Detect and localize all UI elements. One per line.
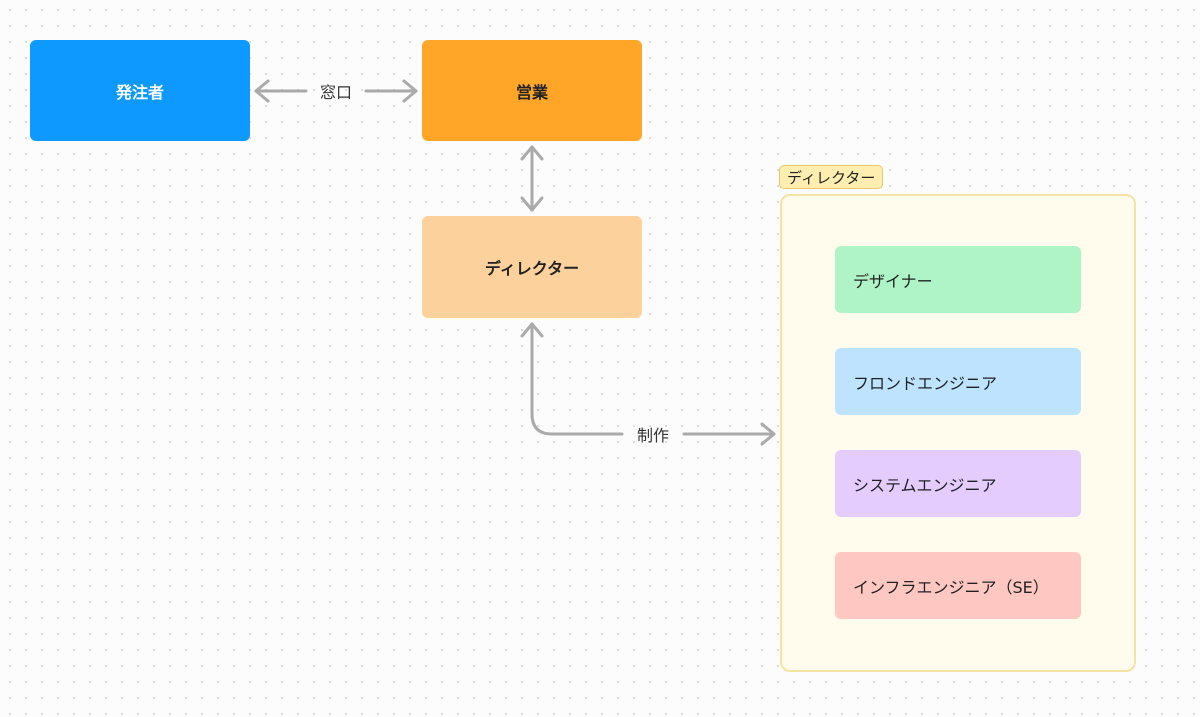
node-director[interactable]: ディレクター — [422, 216, 642, 318]
node-infra-engineer-label: インフラエンジニア（SE） — [853, 577, 1049, 597]
edge-sales-director-bottom-arrowhead — [520, 196, 544, 212]
node-sales[interactable]: 営業 — [422, 40, 642, 141]
edge-label-production: 制作 — [636, 426, 670, 445]
edge-client-arrowhead — [254, 79, 270, 103]
node-director-label: ディレクター — [484, 259, 580, 278]
node-sales-label: 営業 — [515, 82, 548, 102]
node-frontend-engineer-label: フロンドエンジニア — [853, 373, 998, 393]
node-frontend-engineer[interactable]: フロンドエンジニア — [835, 348, 1081, 415]
node-client[interactable]: 発注者 — [30, 40, 250, 141]
director-team-group-label[interactable]: ディレクター — [779, 165, 884, 189]
edge-sales-arrowhead — [402, 79, 418, 103]
edge-label-contact: 窓口 — [319, 83, 353, 102]
node-system-engineer[interactable]: システムエンジニア — [835, 450, 1081, 517]
node-designer-label: デザイナー — [853, 271, 933, 291]
edge-director-arrowhead — [520, 322, 544, 338]
node-infra-engineer[interactable]: インフラエンジニア（SE） — [835, 552, 1081, 619]
edge-group-arrowhead — [760, 422, 776, 446]
group-label-text: ディレクター — [787, 168, 876, 187]
edge-director-group-left — [530, 322, 624, 436]
node-system-engineer-label: システムエンジニア — [853, 475, 997, 495]
node-designer[interactable]: デザイナー — [835, 246, 1081, 313]
node-client-label: 発注者 — [115, 82, 164, 102]
edge-sales-director-top-arrowhead — [520, 145, 544, 161]
